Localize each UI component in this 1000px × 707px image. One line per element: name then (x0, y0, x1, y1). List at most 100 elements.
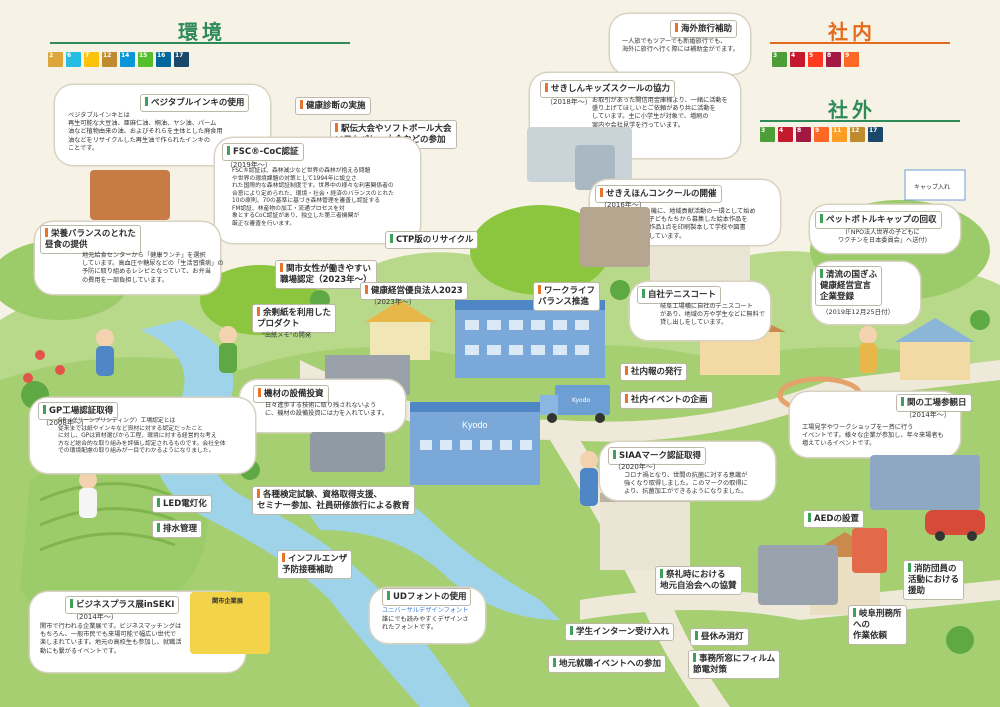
photo-festival (758, 545, 838, 605)
year-fsc: （2019年～） (226, 161, 272, 169)
sdg-icon: 6 (66, 52, 81, 67)
label-event: 社内イベントの企画 (620, 391, 713, 409)
label-overseas: 海外旅行補助 (670, 20, 738, 38)
text-overseas: 一人旅でもツアーでも新婚旅行でも、 海外に旅行へ行く際には補助金がでます。 (622, 38, 739, 54)
section-external: 社外 (828, 98, 876, 122)
sdg-icon: 8 (826, 52, 841, 67)
year-essay: （2016年～） (600, 201, 646, 209)
label-film: 事務所窓にフィルム 節電対策 (688, 650, 781, 679)
label-led: LED電灯化 (152, 495, 212, 513)
building-logo: Kyodo (462, 420, 488, 430)
photo-factory-tour (870, 455, 980, 510)
sdg-icon: 9 (844, 52, 859, 67)
text-pet: (「NPO法人世界の子どもに ワクチンを日本委員会」へ送付) (838, 229, 928, 245)
sdg-icon: 4 (790, 52, 805, 67)
label-job-event: 地元就職イベントへの参加 (548, 655, 667, 673)
text-kids: お取引があった関信用金庫様より、一緒に活動を 盛り上げてほしいとご依頼があり共に… (592, 97, 728, 129)
label-fire: 消防団員の 活動における 援助 (903, 560, 965, 600)
year-kenko: （2023年～） (370, 298, 416, 306)
label-clean: 清流の国ぎふ 健康経営宣言 企業登録 (815, 266, 883, 306)
sdg-icon: 3 (760, 127, 775, 142)
sdg-icon: 8 (796, 127, 811, 142)
label-lunch-break: 昼休み消灯 (690, 628, 749, 646)
label-tennis: 自社テニスコート (637, 286, 722, 304)
section-environment: 環境 (178, 20, 226, 44)
photo-lunch-box (90, 170, 170, 220)
label-ud: UDフォントの使用 (382, 588, 472, 606)
year-business: （2014年～） (72, 613, 118, 621)
red-car (925, 510, 985, 541)
sdg-icons-env: 2 6 7 12 14 15 16 17 (48, 52, 189, 67)
label-ctp: CTP版のリサイクル (385, 231, 479, 249)
year-kids: （2018年～） (546, 98, 592, 106)
truck-logo: Kyodo (572, 397, 591, 404)
year-siaa: （2020年～） (614, 463, 660, 471)
cap-box (904, 169, 966, 201)
divider (760, 120, 960, 122)
photo-aed (852, 528, 887, 573)
text-veg-ink: ベジタブルインキとは 再生可能な大豆油、亜麻仁油、桐油、ヤシ油、パーム 油など植… (68, 112, 223, 152)
text-fsc: FSC®認証は、森林減少など世界の森林が抱える問題 や世界の環境課題の対策として… (232, 168, 395, 227)
text-ud-sub: ユニバーサルデザインフォント (382, 607, 469, 614)
label-newsletter: 社内報の発行 (620, 363, 688, 381)
flowers (23, 350, 65, 383)
label-lunch: 栄養バランスのとれた 昼食の提供 (40, 225, 141, 254)
text-lunch: 地元給食センターから「健康ランチ」を選択 しています。高血圧や糖尿などの「生活習… (82, 252, 224, 284)
label-women: 関市女性が働きやすい 職場認定（2023年～） (275, 260, 377, 289)
label-siaa: SIAAマーク認証取得 (608, 447, 706, 465)
photo-equipment (310, 432, 385, 472)
sdg-icon: 16 (156, 52, 171, 67)
label-gifu-prison: 岐阜刑務所 への 作業依頼 (848, 605, 907, 645)
sdg-icon: 15 (138, 52, 153, 67)
booth-label: 関市企業展 (212, 598, 243, 605)
sdg-icon: 2 (48, 52, 63, 67)
divider (50, 42, 350, 44)
sdg-icon: 17 (868, 127, 883, 142)
delivery-truck (540, 385, 610, 423)
sdg-icon: 17 (174, 52, 189, 67)
text-siaa: コロナ禍となり、世間の抗菌に対する意識が 強くなり取得しました。このマークの取得… (624, 472, 748, 496)
year-clean: （2019年12月25日付） (822, 308, 895, 316)
label-worklife: ワークライフ バランス推進 (533, 282, 601, 311)
sdg-icons-inner: 3 4 5 8 9 (772, 52, 859, 67)
label-factory-tour: 関の工場参観日 (896, 394, 972, 412)
label-fsc: FSC®-CoC認証 (222, 143, 304, 161)
text-business: 関市で行われる企業展です。ビジネスマッチングは もちろん、一般市民でも来場可能で… (40, 623, 182, 655)
label-kids: せきしんキッズスクールの協力 (540, 80, 676, 98)
sdg-icon: 12 (102, 52, 117, 67)
label-equipment: 機材の設備投資 (253, 385, 329, 403)
label-flu: インフルエンザ 予防接種補助 (277, 550, 353, 579)
label-skills: 各種検定試験、資格取得支援、 セミナー参加、社員研修旅行による教育 (252, 486, 415, 515)
sdg-icon: 14 (120, 52, 135, 67)
label-business: ビジネスプラス展inSEKI (65, 596, 180, 614)
sdg-icons-outer: 3 4 8 9 11 12 17 (760, 127, 883, 142)
label-gp: GP工場認証取得 (38, 402, 119, 420)
sdg-icon: 11 (832, 127, 847, 142)
label-kenko: 健康経営優良法人2023 (360, 282, 468, 300)
text-ud: 誰にでも読みやすくデザインさ れたフォントです。 (382, 616, 469, 632)
label-essay: せきえほんコンクールの開催 (595, 185, 722, 203)
sdg-icon: 7 (84, 52, 99, 67)
text-yoyaku: "出紙メモ"の開発 (262, 332, 312, 339)
label-aed: AEDの設置 (803, 510, 864, 528)
photo-essay-contest (580, 207, 650, 267)
year-gp: （2008年～） (42, 419, 88, 427)
label-yoyaku: 余剰紙を利用した プロダクト (252, 304, 337, 333)
text-tennis: 岐阜工場横に自社のテニスコート があり、地域の方や学生などに無料で 貸し出しをし… (660, 303, 765, 327)
label-intern: 学生インターン受け入れ (565, 623, 675, 641)
year-factory-tour: （2014年～） (905, 411, 951, 419)
cap-box-label: キャップ入れ (914, 184, 950, 191)
sdg-icon: 4 (778, 127, 793, 142)
kyodo-factory-building (410, 402, 540, 485)
sdg-icon: 5 (808, 52, 823, 67)
divider (770, 42, 950, 44)
text-factory-tour: 工場見学やワークショップを一斉に行う イベントです。様々な企業が参加し、年々来場… (802, 424, 944, 448)
section-inhouse: 社内 (828, 20, 876, 44)
text-equipment: 日々進歩する技術に取り残されないよう に、機材の設備投資には力を入れています。 (265, 402, 388, 418)
main-factory-building (455, 300, 605, 378)
label-drain: 排水管理 (152, 520, 203, 538)
sdg-icon: 3 (772, 52, 787, 67)
sdg-icon: 9 (814, 127, 829, 142)
label-pet: ペットボトルキャップの回収 (815, 211, 942, 229)
sdg-icon: 12 (850, 127, 865, 142)
